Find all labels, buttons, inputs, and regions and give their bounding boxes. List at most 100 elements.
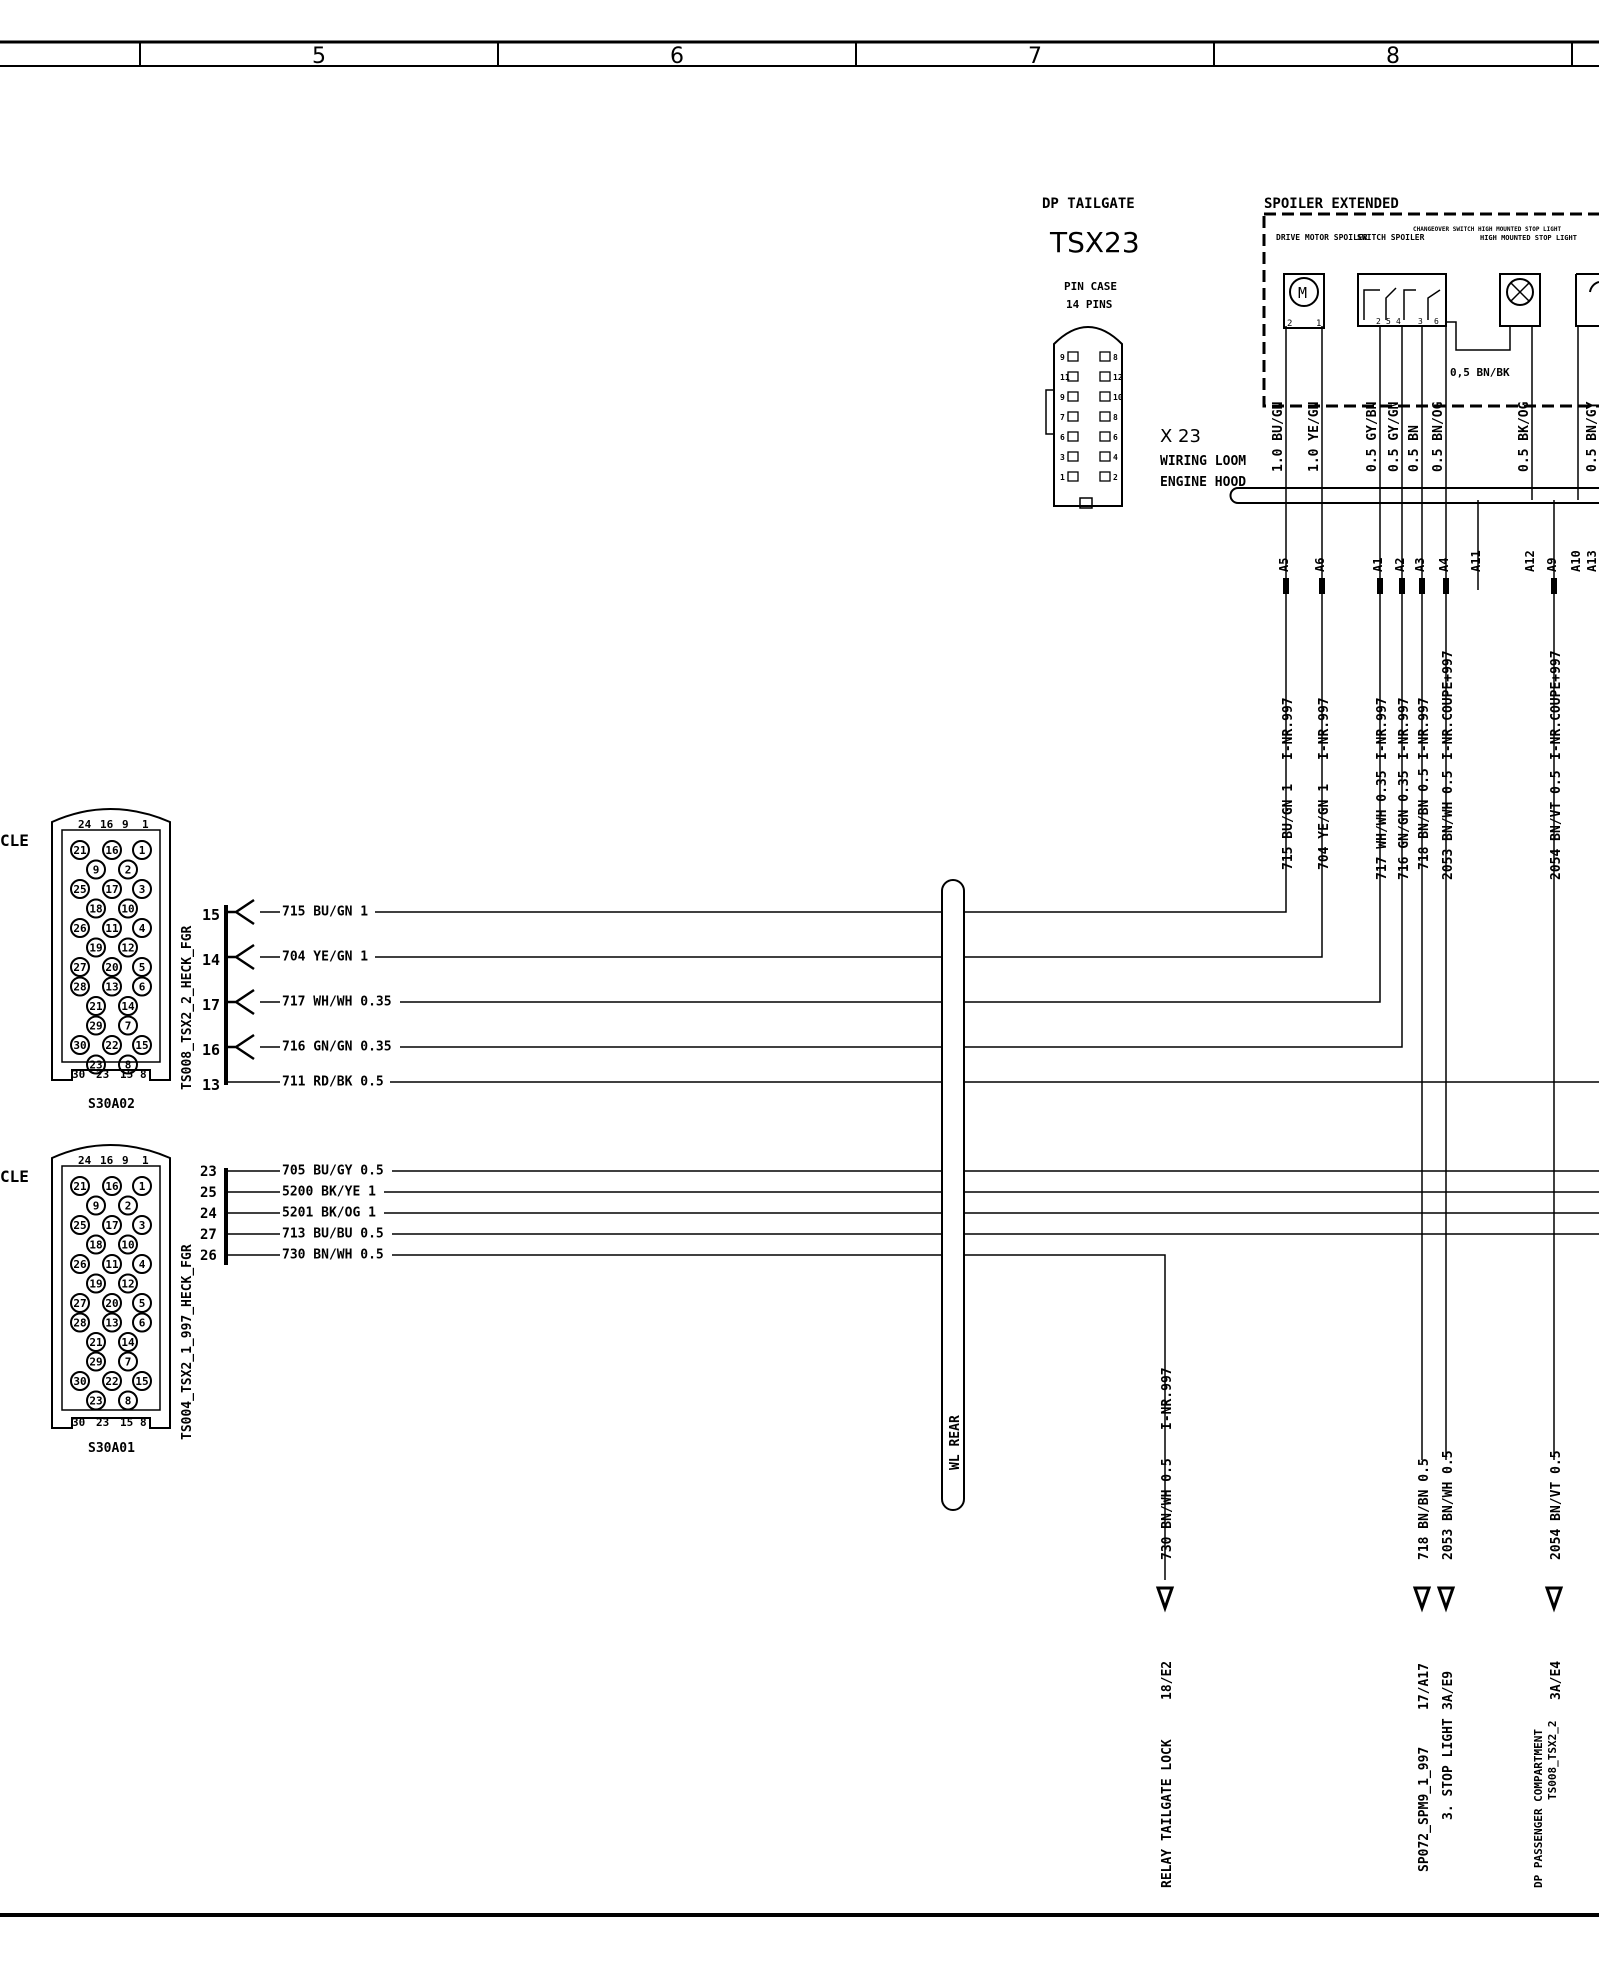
pin-number: 3 (139, 1219, 146, 1232)
pin-number: 26 (73, 1258, 87, 1271)
wire-label: 718 BN/BN 0.5 (1417, 768, 1432, 870)
svg-text:0.5 BN: 0.5 BN (1407, 425, 1422, 472)
wire-label: 716 GN/GN 0.35 (282, 1040, 392, 1055)
wire-row: 15 715 BU/GN 1 (202, 870, 1287, 926)
wire-label: 2053 BN/WH 0.5 (1441, 770, 1456, 880)
pin-circle (102, 976, 122, 997)
page-ref: 3A/E9 (1441, 1671, 1456, 1710)
wire-label: 2054 BN/VT 0.5 (1549, 770, 1564, 880)
pin-number: 5 (139, 961, 146, 974)
wire-row: 13 711 RD/BK 0.5 (202, 1075, 1599, 1094)
part-number: S30A01 (88, 1441, 135, 1456)
pin-number: 12 (121, 942, 134, 955)
pin-number: 11 (105, 922, 119, 935)
pin-circle (132, 976, 152, 997)
wire-label: 5200 BK/YE 1 (282, 1185, 376, 1200)
svg-text:23: 23 (96, 1416, 109, 1429)
pin-number: 20 (105, 961, 118, 974)
pin-number: 26 (73, 922, 87, 935)
pin-number: 13 (105, 1317, 118, 1330)
pin-circle (118, 1054, 138, 1075)
pin-number: 16 (105, 1180, 119, 1193)
wire-row: 14 704 YE/GN 1 (202, 870, 1323, 971)
wire-label: 2053 BN/WH 0.5 (1441, 1450, 1456, 1560)
pin-number: 12 (1113, 373, 1123, 382)
svg-text:CHANGEOVER SWITCH HIGH MOUNTED: CHANGEOVER SWITCH HIGH MOUNTED STOP LIGH… (1413, 226, 1561, 233)
pin-circle (118, 996, 138, 1016)
pin-circle (102, 840, 122, 860)
pin-number: 8 (125, 1395, 132, 1408)
svg-text:6: 6 (1434, 317, 1439, 326)
svg-text:SWITCH SPOILER: SWITCH SPOILER (1357, 233, 1425, 242)
pin-circle (70, 1293, 90, 1313)
svg-text:0.5 BN/GY: 0.5 BN/GY (1585, 401, 1599, 472)
svg-text:1.0 BU/GN: 1.0 BU/GN (1271, 401, 1286, 472)
svg-text:1: 1 (1316, 319, 1321, 329)
pin-number: 29 (89, 1020, 102, 1033)
svg-text:A2: A2 (1393, 558, 1407, 572)
wire-row: 16 716 GN/GN 0.35 (202, 870, 1403, 1061)
pin-number: 30 (73, 1375, 86, 1388)
pin-socket (1099, 451, 1111, 462)
svg-text:M: M (1298, 284, 1307, 302)
part-number: S30A02 (88, 1097, 135, 1112)
pin-number: 10 (121, 1239, 134, 1252)
svg-text:26: 26 (200, 1248, 217, 1264)
sleeve-label: WL REAR (948, 1415, 963, 1470)
pin-number: 2 (1113, 473, 1118, 482)
pin-circle (86, 1195, 106, 1216)
pin-circle (86, 898, 106, 919)
pin-number: 6 (1113, 433, 1118, 442)
svg-text:ENGINE HOOD: ENGINE HOOD (1160, 475, 1246, 490)
wire-row: 25 5200 BK/YE 1 (200, 1185, 1599, 1201)
svg-text:5: 5 (1386, 317, 1391, 326)
pin-number: 14 (121, 1000, 135, 1013)
top-pin-numbers: 24 16 9 1 (78, 1154, 149, 1167)
svg-text:0.5 GY/BN: 0.5 GY/BN (1365, 401, 1380, 472)
pin-circle (86, 1054, 106, 1075)
pin-number: 8 (125, 1059, 132, 1072)
pin-circle (102, 1293, 122, 1313)
pin-circle (86, 996, 106, 1016)
pin-number: 16 (105, 844, 119, 857)
wire-row: 17 717 WH/WH 0.35 (202, 870, 1381, 1016)
component-name: 3. STOP LIGHT (1441, 1718, 1456, 1820)
wire-label: 711 RD/BK 0.5 (282, 1075, 384, 1090)
spoiler-title: SPOILER EXTENDED (1264, 196, 1399, 212)
tailgate-title: DP TAILGATE (1042, 196, 1135, 212)
wire-label: 730 BN/WH 0.5 (1160, 1458, 1175, 1560)
upper-wire-group: 15 715 BU/GN 1 14 704 YE/GN 1 17 717 WH/… (202, 870, 1599, 1094)
wire-label: 715 BU/GN 1 (282, 905, 368, 920)
component-name: SP072_SPM9_1_997 (1417, 1747, 1432, 1872)
pin-number: 15 (135, 1039, 148, 1052)
case-label: PIN CASE (1064, 280, 1117, 293)
svg-text:27: 27 (200, 1227, 217, 1243)
pin-socket (1067, 431, 1079, 442)
pin-number: 21 (89, 1336, 103, 1349)
svg-text:A6: A6 (1313, 558, 1327, 572)
pin-number: 9 (1060, 353, 1065, 362)
pin-circle (118, 1015, 138, 1036)
svg-text:0.5 GY/GN: 0.5 GY/GN (1387, 401, 1402, 472)
pin-number: 21 (73, 1180, 87, 1193)
pin-number: 5 (139, 1297, 146, 1310)
cut-label: CLE (0, 831, 29, 850)
wire-label: 717 WH/WH 0.35 (1375, 770, 1390, 880)
component-name: RELAY TAILGATE LOCK (1160, 1739, 1175, 1888)
pins-label: 14 PINS (1066, 298, 1112, 311)
svg-text:A5: A5 (1277, 558, 1291, 572)
svg-text:17: 17 (202, 996, 220, 1014)
svg-text:13: 13 (202, 1076, 220, 1094)
pin-circle (86, 859, 106, 880)
pin-circle (102, 918, 122, 938)
pin-circle (70, 879, 90, 899)
wire-label: 713 BU/BU 0.5 (282, 1227, 384, 1242)
svg-text:14: 14 (202, 951, 220, 969)
pin-circle (102, 1312, 122, 1333)
wire-note: I-NR.COUPE+997 (1549, 650, 1564, 760)
pin-number: 23 (89, 1059, 102, 1072)
